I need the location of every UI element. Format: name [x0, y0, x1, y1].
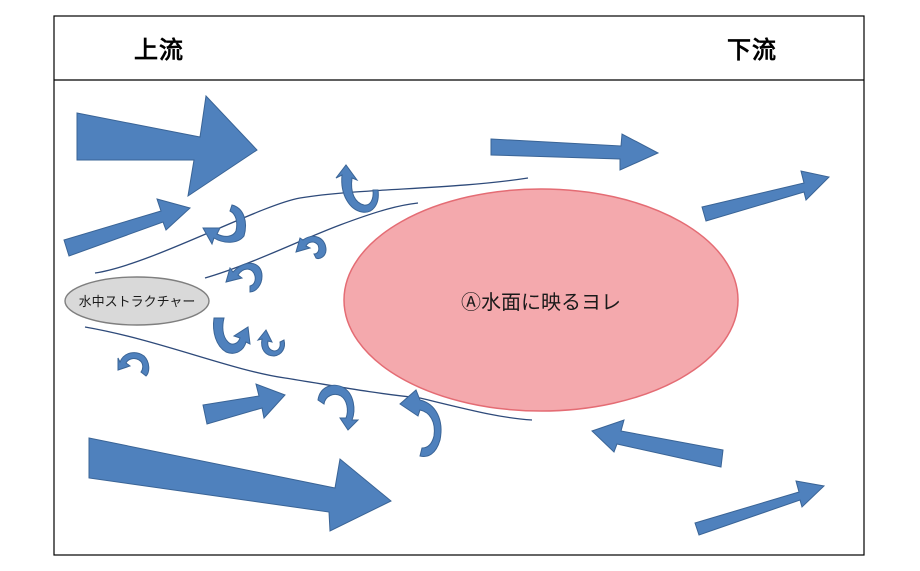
flow-arrow-bottom-right: [694, 480, 826, 536]
flow-line-upper-outer: [94, 177, 529, 274]
eddy-arrow-2: [202, 204, 246, 246]
underwater-structure: [64, 276, 210, 326]
flow-arrows: [63, 94, 831, 536]
eddy-arrow-6: [256, 329, 285, 357]
downstream-label: 下流: [727, 36, 777, 64]
flow-arrow-return-lower-right: [591, 419, 724, 468]
eddy-arrows: [117, 164, 442, 457]
eddy-arrow-7: [117, 352, 150, 377]
eddy-arrow-1: [335, 164, 379, 213]
flow-arrow-upper-left: [63, 198, 192, 257]
eddy-arrow-9: [399, 389, 442, 457]
flow-arrow-top-center: [490, 133, 660, 171]
flow-arrow-large-bottom: [88, 437, 392, 532]
upstream-label: 上流: [134, 36, 184, 64]
flow-arrow-large-top-left: [76, 94, 258, 198]
surface-ripple-ellipse: [343, 188, 739, 412]
eddy-arrow-8: [317, 384, 360, 431]
underwater-structure-label: 水中ストラクチャー: [79, 295, 196, 310]
flow-arrow-top-right: [701, 170, 831, 222]
flow-arrow-lower-mid: [202, 383, 286, 425]
eddy-arrow-4: [225, 262, 263, 293]
eddy-arrow-5: [213, 317, 251, 354]
surface-ripple-label: Ⓐ水面に映るヨレ: [461, 290, 621, 314]
flow-line-lower-outer: [84, 326, 533, 421]
eddy-arrow-3: [295, 235, 327, 259]
